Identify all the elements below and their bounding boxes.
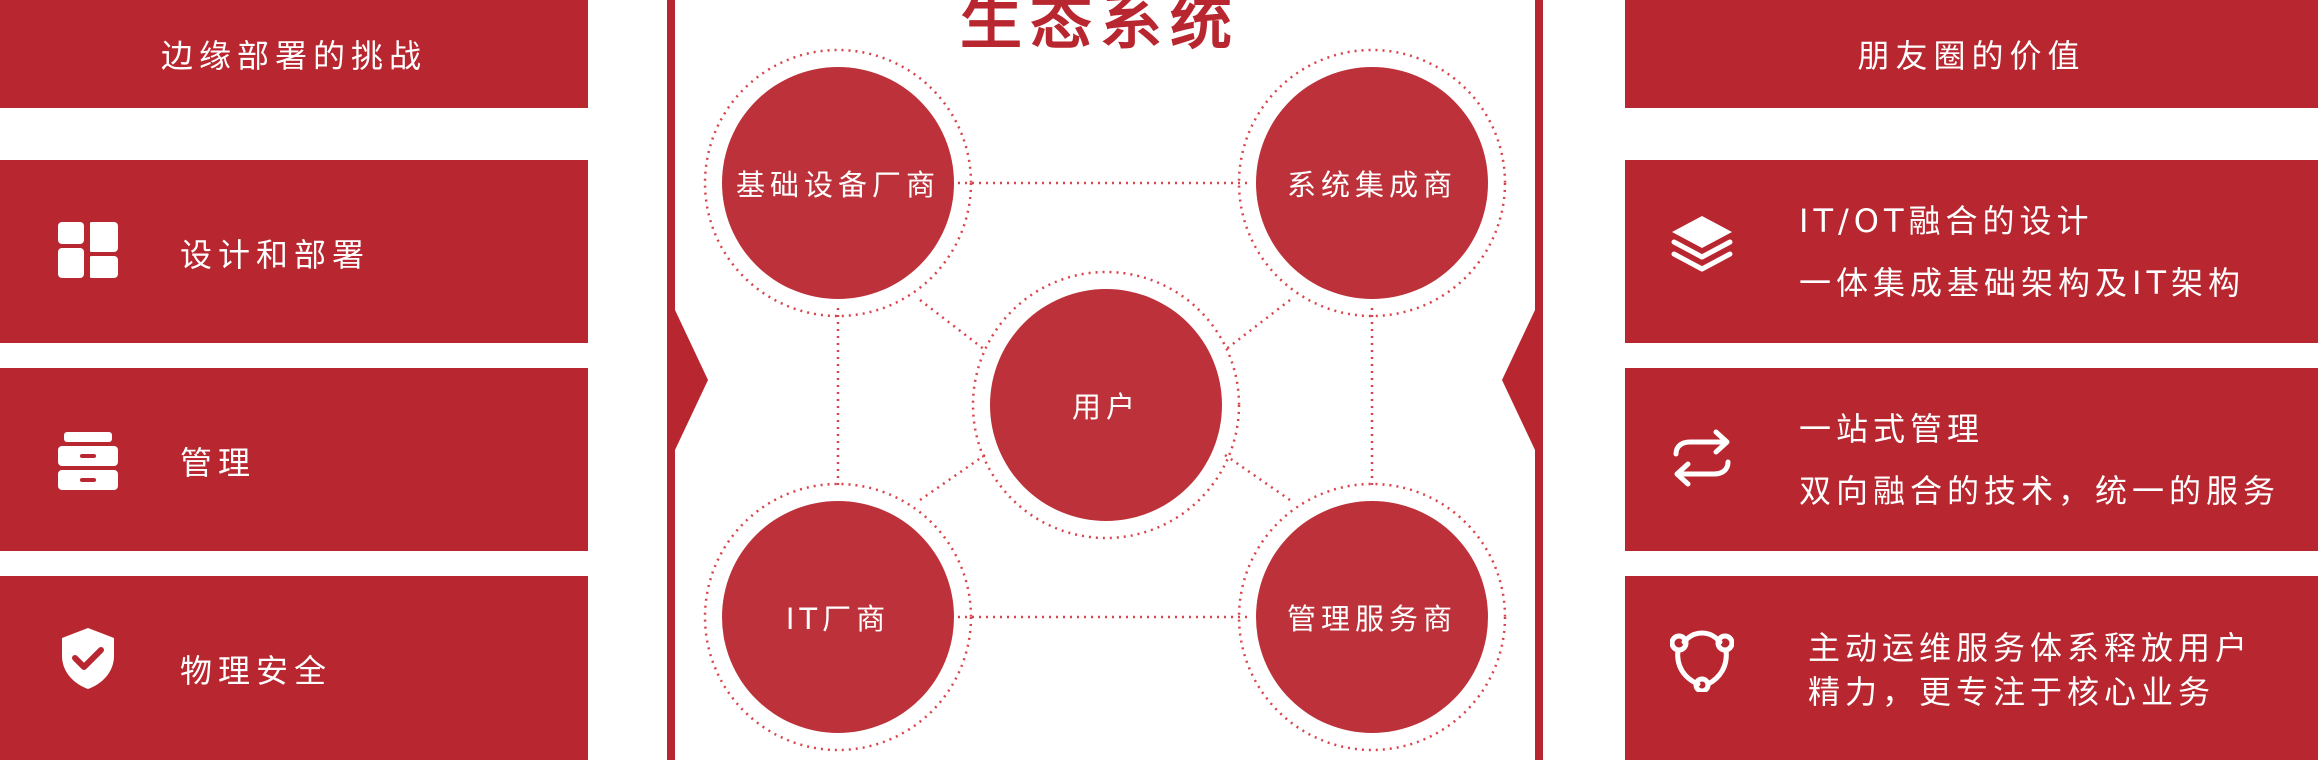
- shield-check-icon: [56, 626, 120, 690]
- node-bottom-right: [1256, 501, 1488, 733]
- node-label-it-vendor: IT厂商: [785, 602, 891, 636]
- left-item-design-deploy: 设计和部署: [0, 160, 588, 343]
- connector-center-top-right: [1224, 299, 1291, 351]
- right-item-one-stop-management: 一站式管理 双向融合的技术，统一的服务: [1625, 368, 2318, 551]
- left-header-panel: 边缘部署的挑战: [0, 0, 588, 108]
- node-label-user: 用户: [1071, 390, 1141, 424]
- right-item-line-2: 一体集成基础架构及IT架构: [1799, 264, 2245, 302]
- right-item-proactive-ops: 主动运维服务体系释放用户 精力，更专注于核心业务: [1625, 576, 2318, 760]
- connector-center-top-left: [919, 299, 986, 351]
- node-top-right: [1256, 67, 1488, 299]
- right-item-line-1: IT/OT融合的设计: [1799, 202, 2094, 240]
- center-right-border: [1535, 0, 1543, 760]
- node-halos: [703, 48, 1507, 752]
- left-arrow-notch: [675, 310, 708, 450]
- connector-center-bottom-left: [919, 453, 986, 502]
- node-top-left: [722, 67, 954, 299]
- right-item-line-1: 一站式管理: [1799, 410, 1985, 448]
- connector-lines: [836, 181, 1374, 619]
- left-item-label: 管理: [180, 444, 257, 482]
- sync-arrows-icon: [1670, 426, 1734, 490]
- layout-blocks-icon: [56, 218, 120, 282]
- right-item-line-2: 双向融合的技术，统一的服务: [1799, 472, 2281, 510]
- node-label-managed-service-provider: 管理服务商: [1286, 602, 1458, 636]
- node-label-infrastructure-vendor: 基础设备厂商: [735, 168, 941, 202]
- left-item-physical-security: 物理安全: [0, 576, 588, 760]
- right-item-line-1: 主动运维服务体系释放用户: [1808, 629, 2253, 667]
- left-item-label: 物理安全: [180, 652, 333, 690]
- node-center: [990, 289, 1222, 521]
- connector-center-bottom-right: [1224, 453, 1291, 502]
- left-header-title: 边缘部署的挑战: [160, 37, 427, 75]
- layers-stack-icon: [1670, 212, 1734, 276]
- right-arrow-notch: [1502, 310, 1535, 450]
- right-header-title: 朋友圈的价值: [1857, 37, 2086, 75]
- center-left-border: [667, 0, 675, 760]
- right-item-itot-design: IT/OT融合的设计 一体集成基础架构及IT架构: [1625, 160, 2318, 343]
- right-item-line-2: 精力，更专注于核心业务: [1808, 673, 2216, 711]
- right-header-panel: 朋友圈的价值: [1625, 0, 2318, 108]
- network-nodes-icon: [1670, 628, 1734, 692]
- node-circles: [722, 67, 1488, 733]
- left-item-management: 管理: [0, 368, 588, 551]
- storage-drawers-icon: [56, 428, 120, 492]
- node-label-system-integrator: 系统集成商: [1286, 168, 1458, 202]
- node-bottom-left: [722, 501, 954, 733]
- diagram-title: 生态系统: [959, 0, 1240, 58]
- left-item-label: 设计和部署: [180, 236, 371, 274]
